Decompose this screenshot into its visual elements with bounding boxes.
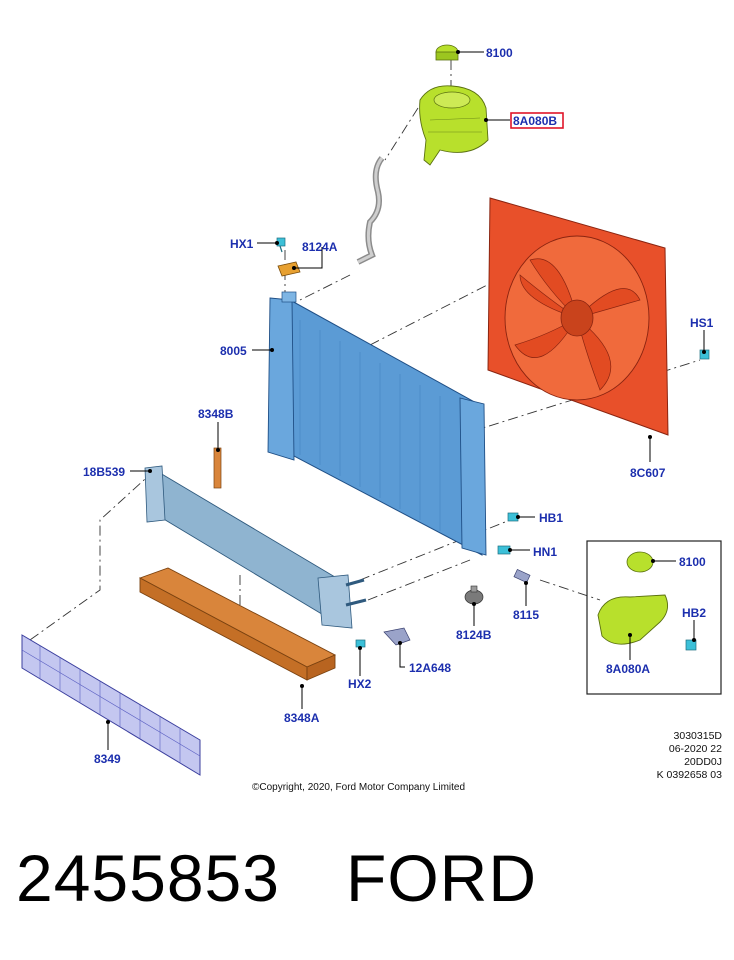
radiator-part xyxy=(267,291,487,556)
callout-8100-top[interactable]: 8100 xyxy=(486,46,513,60)
callout-hb2[interactable]: HB2 xyxy=(682,606,706,620)
brand-name: FORD xyxy=(346,841,537,915)
screw-hx2-part xyxy=(355,639,366,648)
callout-8349[interactable]: 8349 xyxy=(94,752,121,766)
callout-labels: 8100 8A080B HX1 8124A 8005 HS1 8348B 18B… xyxy=(83,46,714,766)
drain-plug-8124b-part xyxy=(464,585,484,605)
sensor-8115-part xyxy=(513,568,531,584)
copyright-notice: ©Copyright, 2020, Ford Motor Company Lim… xyxy=(252,782,466,793)
meta-line-4: K 0392658 03 xyxy=(656,769,722,781)
foam-8348a-part xyxy=(138,567,337,681)
coolant-reservoir-part xyxy=(419,85,489,166)
inset-panel xyxy=(586,540,722,695)
highlight-box xyxy=(510,112,564,129)
callout-hx2[interactable]: HX2 xyxy=(348,677,372,691)
callout-8100-inset[interactable]: 8100 xyxy=(679,555,706,569)
callout-8c607[interactable]: 8C607 xyxy=(630,466,666,480)
meta-line-1: 3030315D xyxy=(673,730,722,742)
fitting-8124a-part xyxy=(277,261,301,277)
fan-shroud-part xyxy=(487,197,669,436)
callout-8124a[interactable]: 8124A xyxy=(302,240,338,254)
callout-8348a[interactable]: 8348A xyxy=(284,711,320,725)
bleed-screw-part xyxy=(276,237,286,253)
callout-8a080a[interactable]: 8A080A xyxy=(606,662,650,676)
callout-8124b[interactable]: 8124B xyxy=(456,628,492,642)
callout-hn1[interactable]: HN1 xyxy=(533,545,557,559)
meta-line-3: 20DD0J xyxy=(684,756,722,768)
part-number: 2455853 xyxy=(16,841,280,915)
callout-hb1[interactable]: HB1 xyxy=(539,511,563,525)
charge-air-cooler-part xyxy=(144,465,367,629)
callout-8005[interactable]: 8005 xyxy=(220,344,247,358)
callout-18b539[interactable]: 18B539 xyxy=(83,465,125,479)
grille-8349-part xyxy=(21,634,201,776)
callout-hx1[interactable]: HX1 xyxy=(230,237,254,251)
bracket-12a648-part xyxy=(383,627,411,646)
callout-8a080b[interactable]: 8A080B xyxy=(513,114,557,128)
drawing-metadata: 3030315D 06-2020 22 20DD0J K 0392658 03 xyxy=(600,730,722,782)
callout-8115[interactable]: 8115 xyxy=(513,608,539,622)
seal-8348b-part xyxy=(213,447,222,489)
callout-8348b[interactable]: 8348B xyxy=(198,407,234,421)
meta-line-2: 06-2020 22 xyxy=(668,743,722,755)
coolant-hose-part xyxy=(356,156,385,265)
reservoir-cap-part xyxy=(435,44,459,61)
leader-lines xyxy=(106,50,706,750)
callout-hs1[interactable]: HS1 xyxy=(690,316,714,330)
callout-12a648[interactable]: 12A648 xyxy=(409,661,451,675)
